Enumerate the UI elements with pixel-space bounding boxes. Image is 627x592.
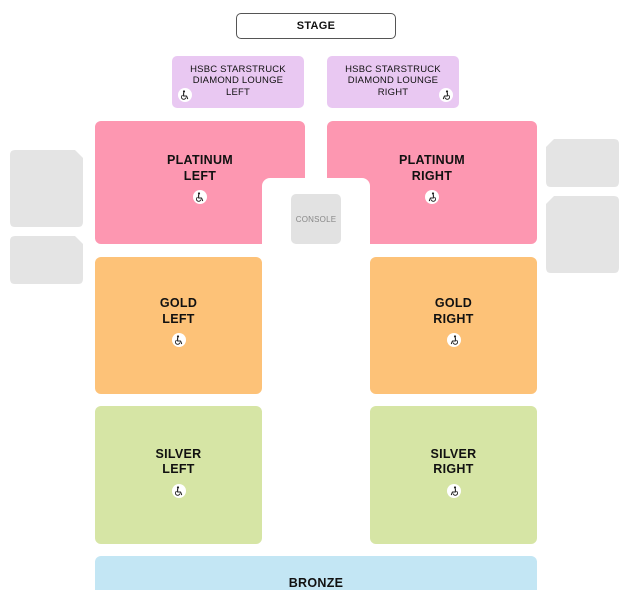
console: CONSOLE — [291, 194, 341, 244]
silver-left-section[interactable]: SILVER LEFT — [95, 406, 262, 544]
wheelchair-icon — [171, 483, 186, 498]
side-block-right-upper — [546, 139, 619, 187]
bronze-tier: BRONZE — [288, 576, 344, 590]
side-block-left-upper — [10, 150, 83, 227]
lounge-right-section[interactable]: HSBC STARSTRUCK DIAMOND LOUNGE RIGHT — [327, 56, 459, 108]
silver-right-section[interactable]: SILVER RIGHT — [370, 406, 537, 544]
silver-right-side: RIGHT — [433, 462, 474, 476]
platinum-right-tier: PLATINUM — [398, 153, 466, 167]
platinum-right-side: RIGHT — [411, 168, 453, 183]
wheelchair-icon — [425, 190, 439, 204]
console-label: CONSOLE — [295, 214, 337, 224]
side-block-left-lower — [10, 236, 83, 284]
lounge-right-label: HSBC STARSTRUCK DIAMOND LOUNGE RIGHT — [345, 63, 441, 98]
wheelchair-icon — [171, 333, 186, 347]
gold-right-side: RIGHT — [433, 311, 474, 326]
silver-left-side: LEFT — [162, 462, 195, 476]
platinum-left-tier: PLATINUM — [166, 153, 234, 167]
wheelchair-icon — [193, 190, 207, 204]
side-block-right-lower — [546, 196, 619, 273]
gold-right-tier: GOLD — [434, 296, 473, 310]
stage: STAGE — [236, 13, 396, 39]
wheelchair-icon — [446, 333, 461, 347]
lounge-left-label: HSBC STARSTRUCK DIAMOND LOUNGE LEFT — [190, 63, 286, 98]
wheelchair-icon — [446, 483, 461, 498]
lounge-left-section[interactable]: HSBC STARSTRUCK DIAMOND LOUNGE LEFT — [172, 56, 304, 108]
silver-left-tier: SILVER — [155, 446, 202, 461]
bronze-section[interactable]: BRONZE — [95, 556, 537, 590]
wheelchair-icon — [439, 88, 453, 102]
gold-left-section[interactable]: GOLD LEFT — [95, 257, 262, 394]
wheelchair-icon — [178, 88, 192, 102]
gold-right-section[interactable]: GOLD RIGHT — [370, 257, 537, 394]
gold-left-side: LEFT — [162, 311, 195, 326]
stage-label: STAGE — [296, 20, 336, 32]
platinum-left-side: LEFT — [183, 168, 217, 183]
silver-right-tier: SILVER — [430, 446, 477, 461]
gold-left-tier: GOLD — [159, 296, 198, 310]
